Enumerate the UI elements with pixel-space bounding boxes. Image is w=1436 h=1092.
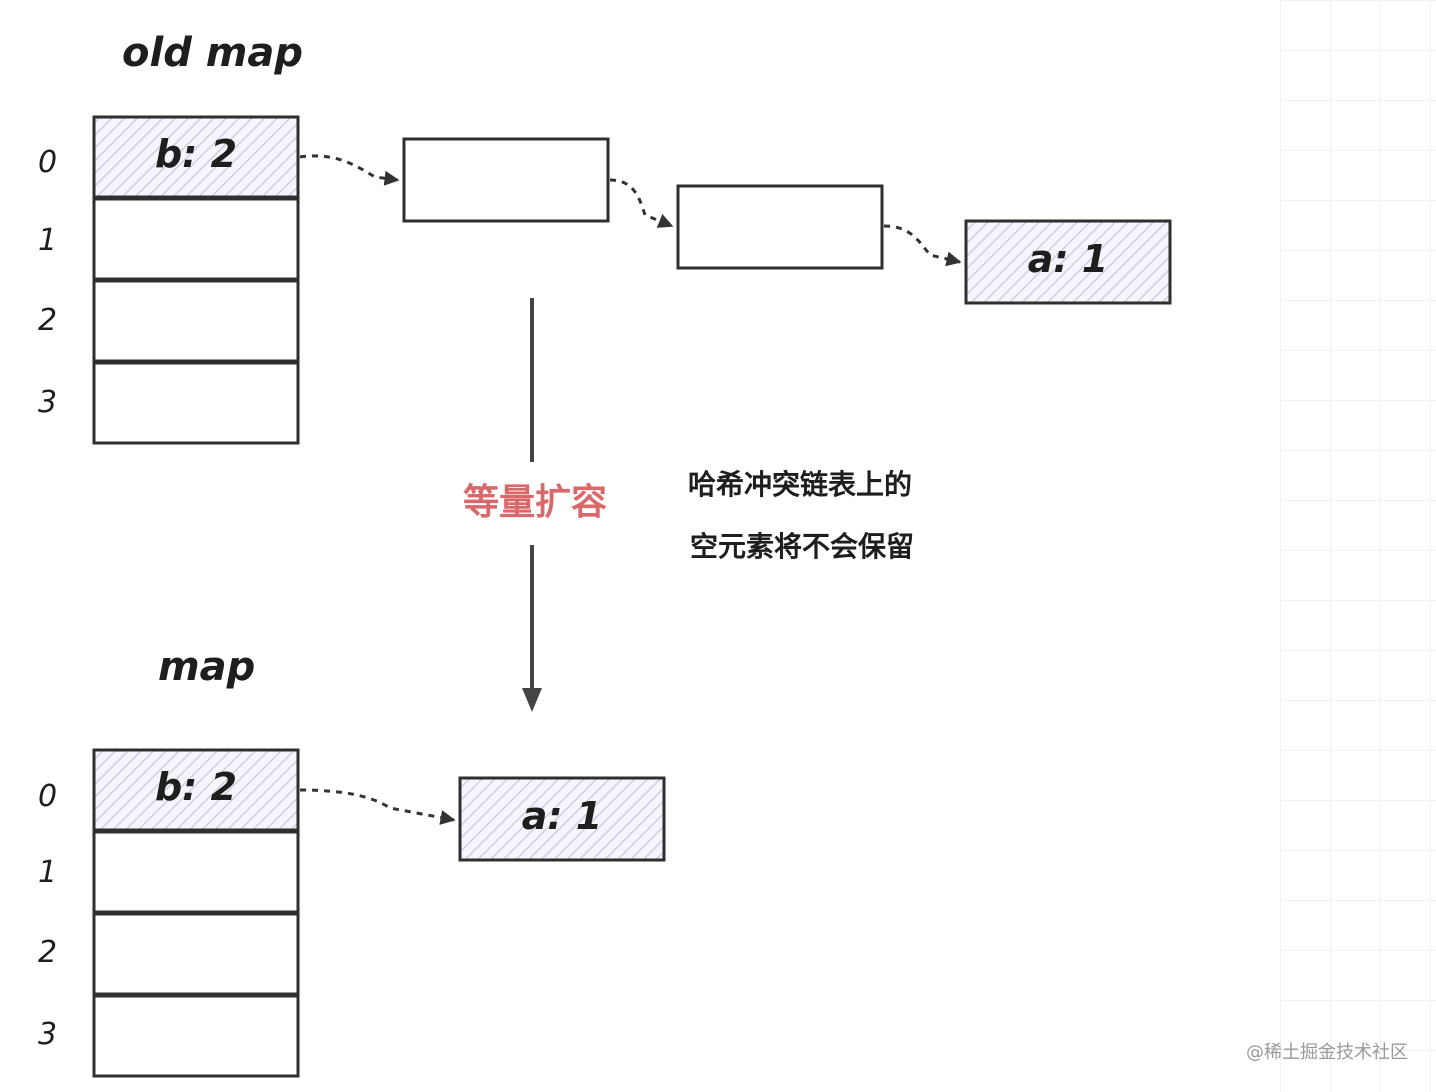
new-map-buckets: b: 2 (92, 748, 300, 1078)
old-map-indices: 0 1 2 3 (38, 145, 57, 420)
old-map-bucket-2 (92, 279, 300, 363)
old-map-bucket-0 (92, 115, 300, 199)
new-map-bucket-0-entry: b: 2 (155, 765, 237, 809)
new-map-index-1: 1 (38, 855, 57, 890)
note-line-2: 空元素将不会保留 (690, 530, 914, 563)
old-map-index-0: 0 (38, 145, 57, 180)
old-map-index-2: 2 (38, 303, 57, 338)
old-chain-link-3 (883, 224, 962, 267)
old-map-title: old map (122, 30, 303, 76)
new-map-index-3: 3 (38, 1017, 57, 1052)
new-map-title: map (158, 644, 255, 690)
new-map-bucket-1 (92, 830, 300, 914)
old-map-bucket-0-entry: b: 2 (155, 132, 237, 176)
note: 哈希冲突链表上的 空元素将不会保留 (688, 468, 914, 563)
old-chain-node-a-entry: a: 1 (1028, 237, 1109, 281)
new-map-chain: a: 1 (299, 776, 666, 862)
old-chain-node-a (964, 219, 1172, 305)
new-chain-link-1 (299, 788, 456, 825)
watermark: @稀土掘金技术社区 (1246, 1042, 1408, 1063)
new-chain-node-a (458, 776, 666, 862)
old-map-chain: a: 1 (299, 137, 1172, 305)
new-map-index-0: 0 (38, 779, 57, 814)
old-chain-node-empty-1 (402, 137, 610, 223)
old-chain-node-empty-2 (676, 184, 884, 270)
old-chain-link-1 (299, 154, 400, 186)
resize-arrow-head (522, 688, 542, 712)
resize-arrow (522, 298, 542, 712)
new-map-bucket-3 (92, 994, 300, 1078)
new-map-indices: 0 1 2 3 (38, 779, 57, 1052)
old-map-bucket-1 (92, 197, 300, 281)
note-line-1: 哈希冲突链表上的 (688, 468, 912, 501)
operation-label: 等量扩容 (463, 482, 607, 523)
old-chain-link-2 (609, 178, 674, 228)
old-map-index-3: 3 (38, 385, 57, 420)
new-chain-node-a-entry: a: 1 (522, 794, 603, 838)
new-map-bucket-0 (92, 748, 300, 832)
grid-background (1280, 0, 1436, 1092)
new-map-index-2: 2 (38, 935, 57, 970)
new-map-bucket-2 (92, 912, 300, 996)
old-map-buckets: b: 2 (92, 115, 300, 445)
old-map-index-1: 1 (38, 223, 57, 258)
old-map-bucket-3 (92, 361, 300, 445)
